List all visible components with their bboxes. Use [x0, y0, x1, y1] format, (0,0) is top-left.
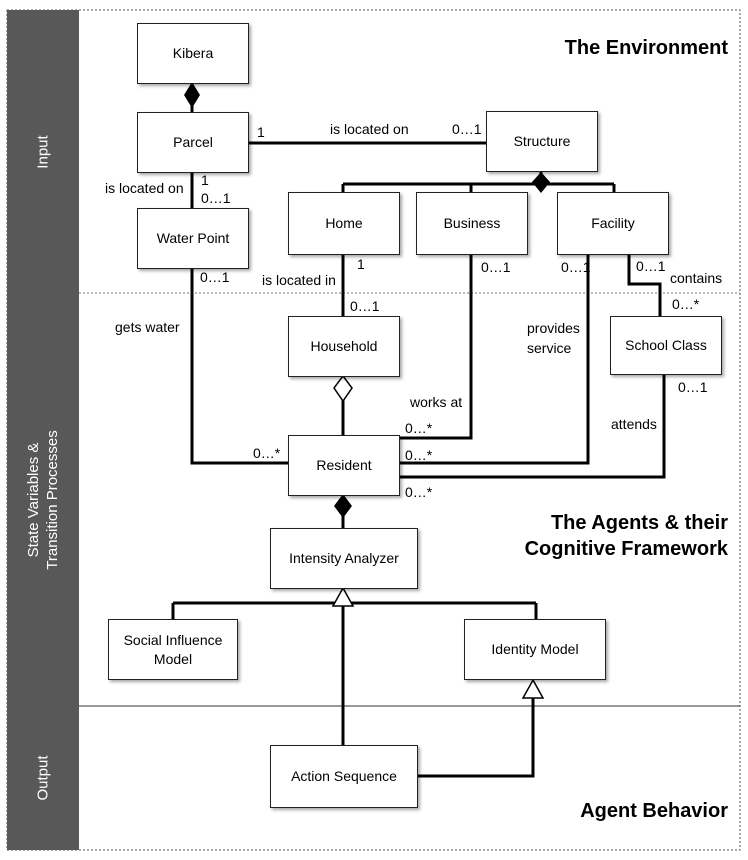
composition-diamond-structure: [532, 172, 550, 193]
title-environment: The Environment: [564, 37, 728, 59]
box-home: Home: [288, 192, 400, 255]
mult-resident-water: 0…*: [253, 445, 281, 461]
edge-business-resident: [400, 254, 473, 440]
box-resident: Resident: [288, 435, 400, 496]
box-structure: Structure: [486, 111, 598, 172]
mult-parcel: 1: [257, 124, 265, 140]
box-intensity-analyzer: Intensity Analyzer: [270, 528, 418, 589]
band-state: State Variables & Transition Processes: [7, 293, 79, 706]
band-state-label: State Variables & Transition Processes: [25, 429, 61, 570]
edge-action-identity: [416, 697, 535, 778]
mult-home: 1: [357, 256, 365, 272]
box-parcel: Parcel: [137, 112, 249, 173]
mult-household: 0…1: [350, 298, 380, 314]
composition-diamond-resident: [334, 494, 352, 518]
mult-facility-service: 0…1: [561, 259, 591, 275]
label-home-household: is located in: [262, 272, 336, 288]
label-parcel-waterpoint: is located on: [105, 180, 184, 196]
box-social-influence-model: Social Influence Model: [108, 619, 238, 680]
mult-business: 0…1: [481, 259, 511, 275]
box-business: Business: [416, 192, 528, 255]
generalization-arrow-analyzer: [331, 586, 355, 607]
box-identity-model: Identity Model: [464, 619, 606, 680]
box-school-class: School Class: [610, 316, 722, 375]
edge-schoolclass-resident: [400, 373, 666, 479]
mult-resident-facility: 0…*: [405, 447, 433, 463]
label-contains: contains: [670, 270, 723, 286]
mult-waterpoint: 0…1: [200, 269, 230, 285]
mult-schoolclass-attends: 0…1: [678, 379, 708, 395]
band-input-label: Input: [34, 134, 52, 169]
label-gets-water: gets water: [115, 319, 180, 335]
title-agent-behavior: Agent Behavior: [580, 800, 728, 822]
mult-resident-school: 0…*: [405, 484, 433, 500]
box-household: Household: [288, 316, 400, 377]
title-agents: The Agents & their Cognitive Framework: [524, 512, 728, 560]
edge-facility-schoolclass: [627, 254, 662, 316]
band-output-label: Output: [34, 755, 52, 801]
mult-facility-contains: 0…1: [636, 258, 666, 274]
mult-parcel-water-parcel: 1: [201, 172, 209, 188]
mult-structure: 0…1: [452, 121, 482, 137]
label-works-at: works at: [410, 394, 463, 410]
aggregation-diamond-household: [333, 374, 353, 403]
label-parcel-structure: is located on: [330, 121, 409, 137]
edge-waterpoint-resident: [190, 268, 288, 465]
band-output: Output: [7, 706, 79, 850]
box-water-point: Water Point: [137, 208, 249, 269]
box-facility: Facility: [557, 192, 669, 255]
band-input: Input: [7, 10, 79, 293]
label-attends: attends: [611, 416, 657, 432]
box-kibera: Kibera: [137, 23, 249, 84]
generalization-arrow-identity: [521, 678, 545, 699]
edge-facility-resident: [400, 254, 590, 465]
box-action-sequence: Action Sequence: [270, 745, 418, 808]
label-provides-service: provides service: [527, 320, 580, 356]
mult-parcel-water-water: 0…1: [201, 190, 231, 206]
composition-diamond-kibera: [184, 82, 200, 108]
mult-resident-business: 0…*: [405, 420, 433, 436]
mult-schoolclass-contains: 0…*: [672, 296, 700, 312]
